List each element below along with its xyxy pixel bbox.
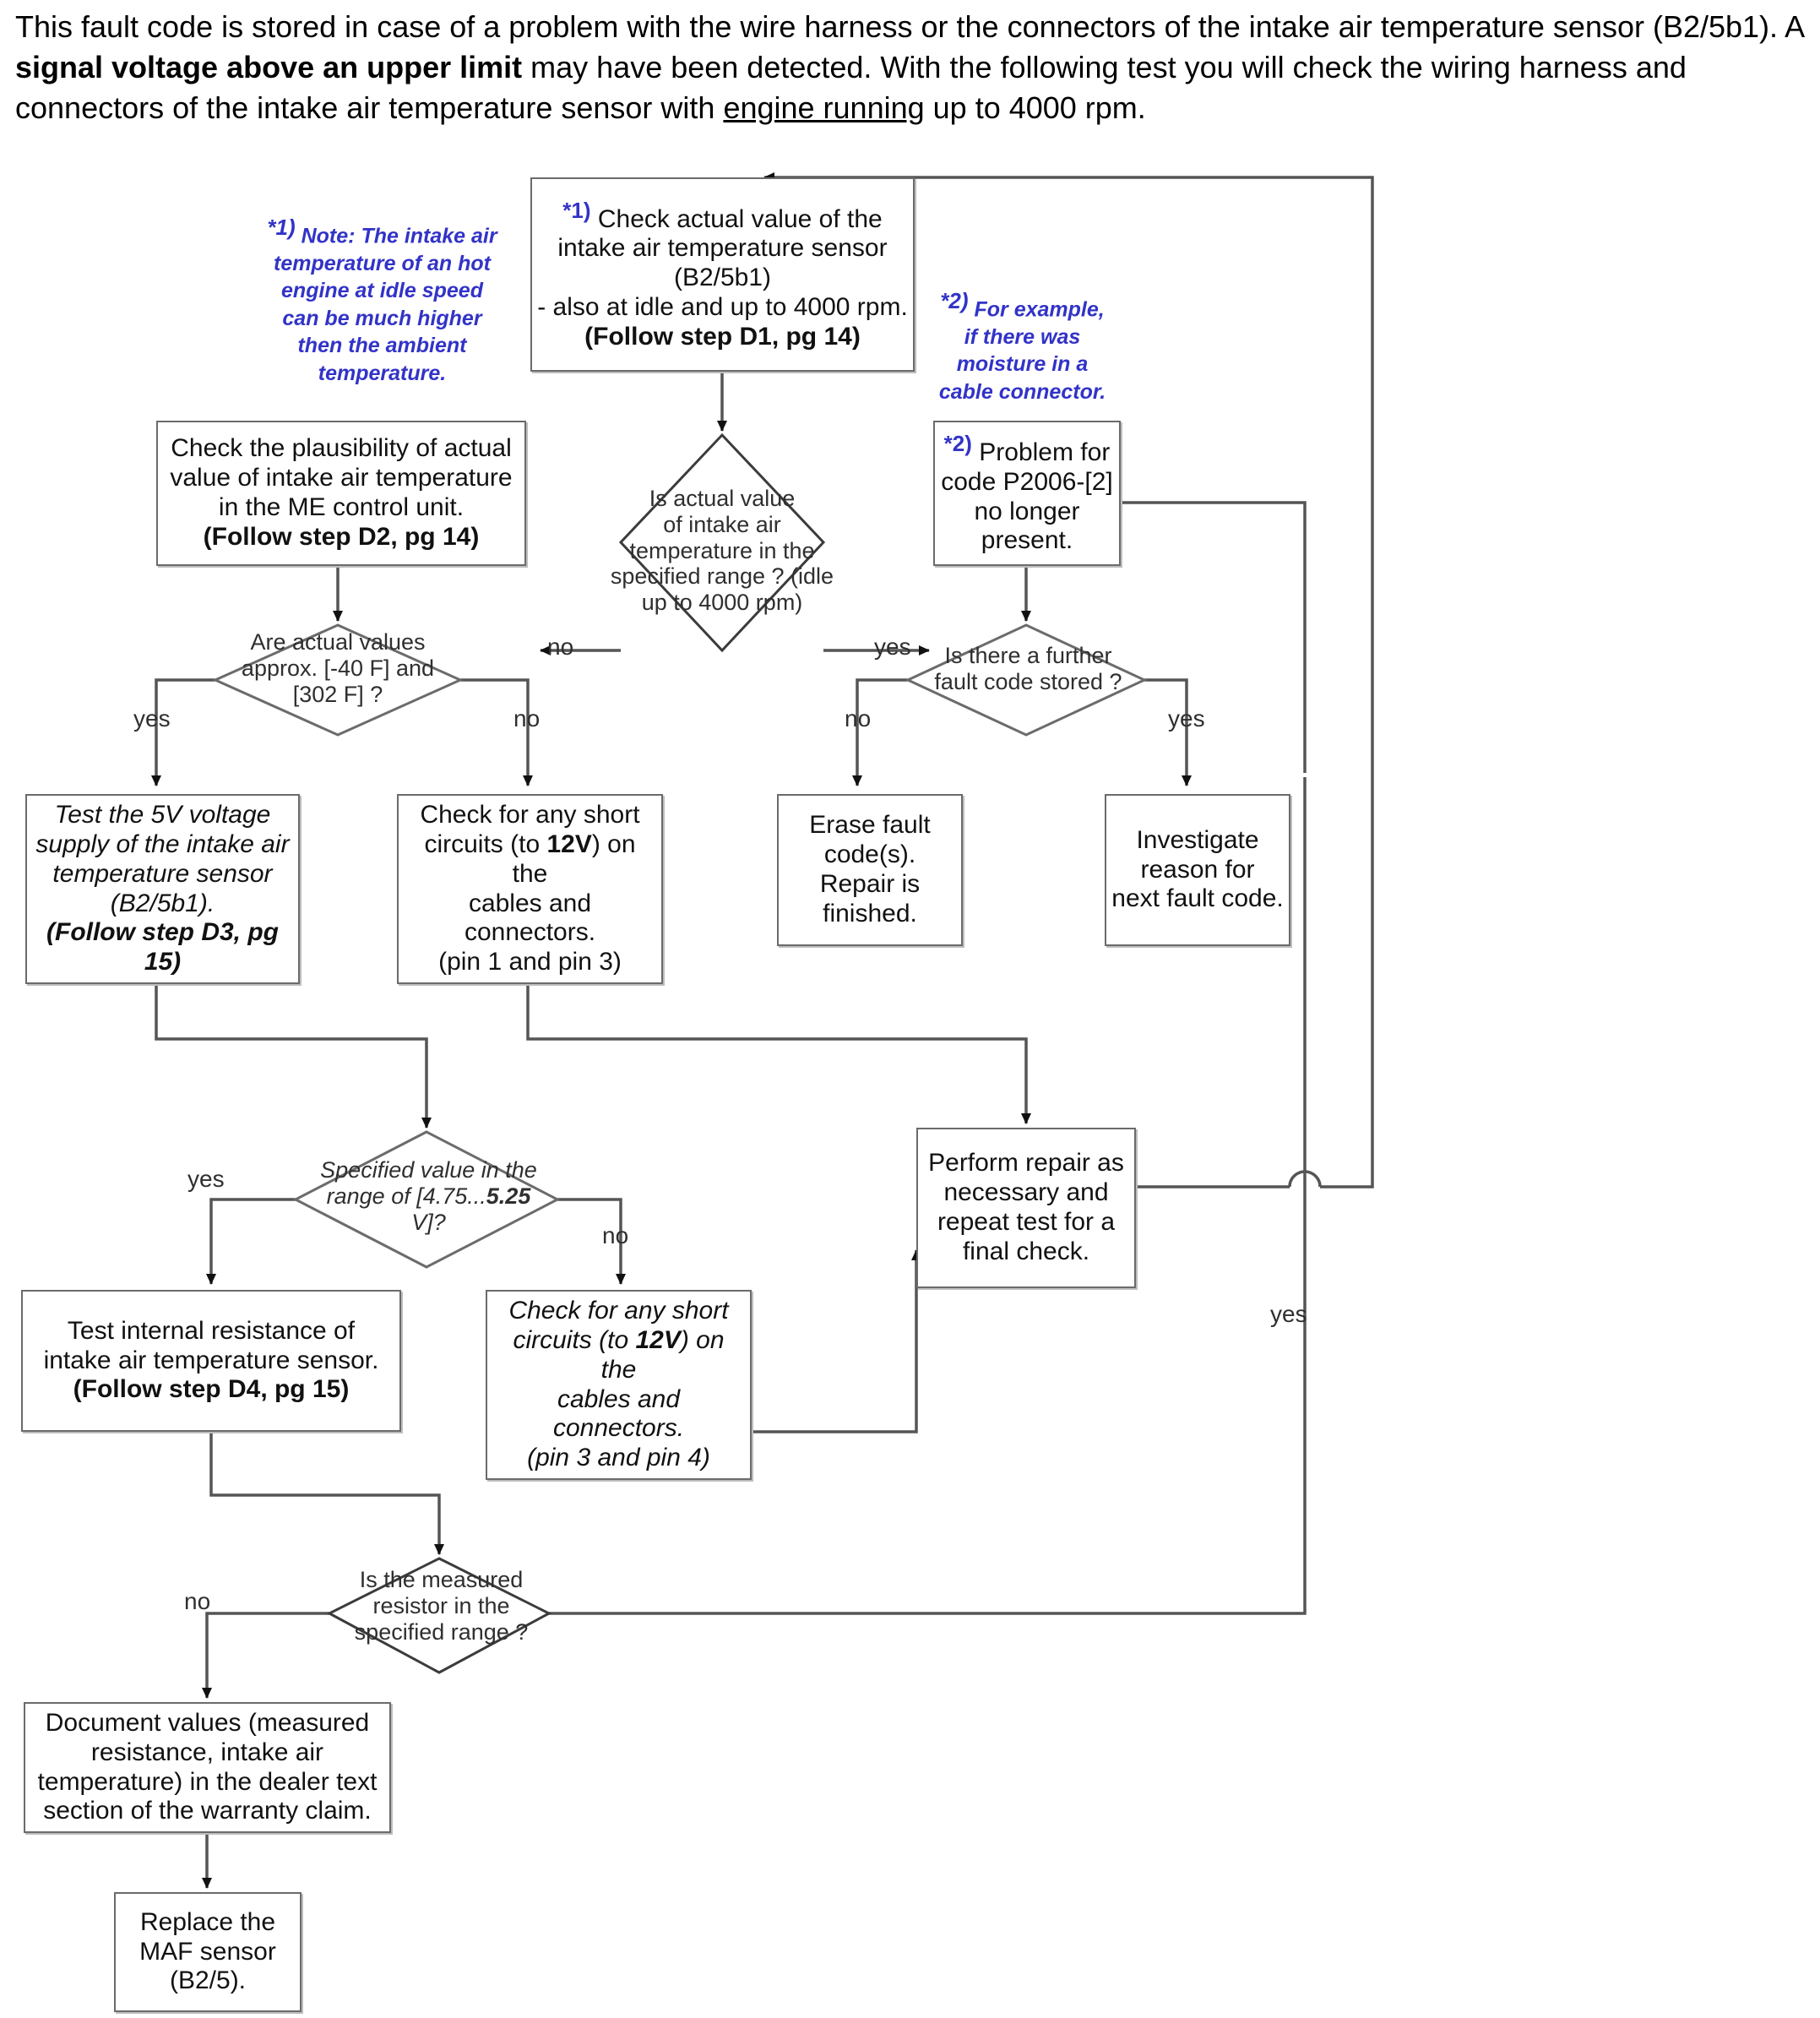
edge-test5v-to-d4 — [155, 984, 432, 1129]
node-test-5v-supply[interactable]: Test the 5V voltage supply of the intake… — [25, 794, 300, 984]
edge-d4-yes — [206, 1198, 296, 1285]
edge-repair-jump — [1288, 1170, 1322, 1188]
edge-label-d3-yes: yes — [1168, 705, 1205, 732]
node-test-internal-resistance[interactable]: Test internal resistance of intake air t… — [21, 1290, 401, 1432]
edge-label-d5-yes: yes — [1270, 1301, 1307, 1327]
diamond-d4 — [292, 1130, 561, 1269]
note-1-marker: *1) — [267, 215, 296, 240]
edge-d2-yes — [151, 678, 215, 786]
edge-label-d2-yes: yes — [133, 705, 171, 732]
note-1: *1) Note: The intake air temperature of … — [266, 214, 498, 387]
note-1-text: The intake air temperature of an hot eng… — [274, 224, 497, 385]
intro-paragraph: This fault code is stored in case of a p… — [15, 7, 1806, 129]
node-perform-repair[interactable]: Perform repair as necessary and repeat t… — [916, 1128, 1136, 1288]
edge-d2-no — [460, 678, 533, 786]
intro-text-part1: This fault code is stored in case of a p… — [15, 9, 1804, 44]
note-1-lead: Note: — [301, 224, 356, 248]
node-replace-maf-sensor[interactable]: Replace the MAF sensor (B2/5). — [114, 1892, 302, 2012]
edge-repair-return-top — [763, 172, 1374, 1188]
node-check-short-pin3-pin4[interactable]: Check for any short circuits (to 12V) on… — [486, 1290, 752, 1480]
intro-text-part2: may have been detected. With the followi… — [15, 50, 1687, 126]
node-erase-fault-codes[interactable]: Erase fault code(s). Repair is finished. — [777, 794, 963, 946]
node-check-plausibility[interactable]: Check the plausibility of actual value o… — [156, 421, 526, 566]
diamond-d3 — [905, 623, 1148, 737]
diamond-d2 — [212, 623, 464, 737]
edge-d5-no — [202, 1612, 329, 1699]
flowchart-connectors — [151, 172, 1374, 1889]
edge-label-d4-no: no — [602, 1222, 629, 1248]
node-document-values[interactable]: Document values (measured resistance, in… — [24, 1702, 391, 1833]
edge-d3-yes — [1144, 678, 1192, 786]
edge-label-d1-no: no — [547, 634, 574, 660]
edge-label-d2-no: no — [513, 705, 541, 732]
note-2: *2) For example, if there was moisture i… — [936, 287, 1109, 405]
note-2-text: For example, if there was moisture in a … — [938, 297, 1106, 404]
edge-label-d3-no: no — [845, 705, 872, 732]
edge-d3-no — [852, 678, 908, 786]
edge-d5-yes-to-problem — [1051, 498, 1307, 773]
diamond-d1 — [618, 432, 826, 653]
edge-testres-to-d5 — [209, 1432, 444, 1555]
node-problem-no-longer-present[interactable]: *2) Problem for code P2006-[2] no longer… — [933, 421, 1121, 566]
note-2-marker: *2) — [940, 288, 969, 313]
edge-label-d1-yes: yes — [874, 634, 911, 660]
intro-emphasis: signal voltage above an upper limit — [15, 50, 523, 85]
node-check-short-pin1-pin3[interactable]: Check for any short circuits (to 12V) on… — [397, 794, 663, 984]
edge-label-d4-yes: yes — [187, 1166, 225, 1192]
intro-underlined: engine running — [723, 90, 925, 126]
edge-d4-no — [557, 1198, 626, 1285]
edge-short34-to-repair — [752, 1249, 921, 1433]
edge-d5-yes-riser — [549, 777, 1307, 1615]
node-check-actual-value[interactable]: *1) Check actual value of the intake air… — [530, 177, 915, 372]
node-investigate-next-fault-code[interactable]: Investigate reason for next fault code. — [1105, 794, 1290, 946]
diamond-d5 — [326, 1557, 552, 1674]
edge-short13-to-repair — [526, 984, 1031, 1124]
edge-label-d5-no: no — [184, 1588, 211, 1614]
flowchart-canvas: Is actual value of intake air temperatur… — [0, 148, 1820, 2018]
intro-text-part3: up to 4000 rpm. — [924, 90, 1146, 126]
